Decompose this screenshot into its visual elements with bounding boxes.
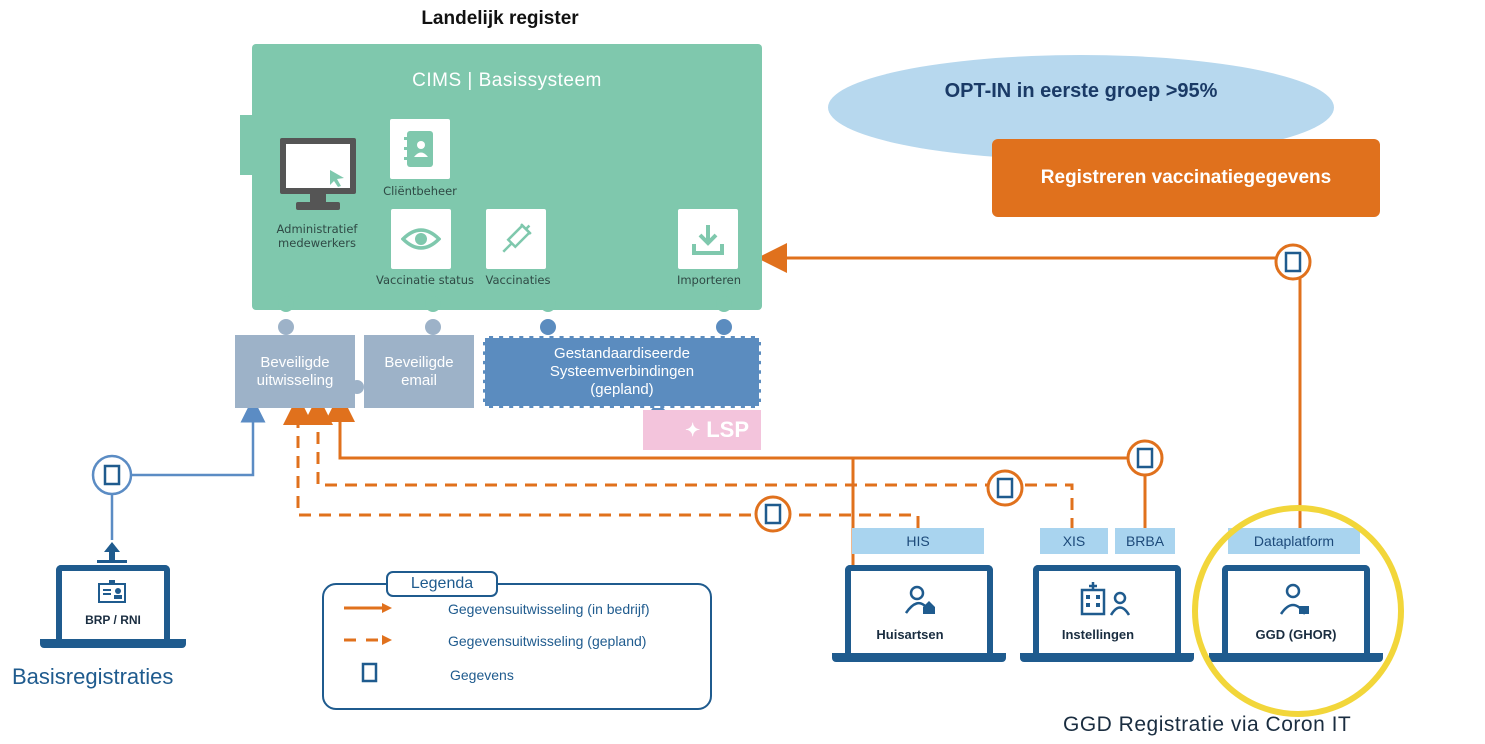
- register-vaccination-button[interactable]: Registreren vaccinatiegegevens: [992, 139, 1380, 217]
- syringe-icon: [502, 223, 532, 253]
- client-management-tile[interactable]: [390, 119, 450, 179]
- his-planned-line: [283, 395, 920, 528]
- gegevens-circle-brba: [1126, 439, 1164, 477]
- huisartsen-label: Huisartsen: [876, 627, 944, 642]
- legend-symbols: [344, 603, 392, 683]
- import-label: Importeren: [676, 273, 742, 287]
- client-label: Cliëntbeheer: [383, 184, 457, 198]
- huisartsen-laptop-base: [832, 653, 1006, 662]
- admin-label-2: medewerkers: [278, 236, 356, 250]
- optin-label: OPT-IN in eerste groep >95%: [944, 80, 1218, 102]
- monitor-icon: [280, 138, 356, 194]
- legend-item-1: Gegevensuitwisseling (in bedrijf): [448, 601, 650, 617]
- secure-exchange-label-1: Beveiligde: [260, 353, 330, 371]
- secure-exchange-label-2: uitwisseling: [256, 371, 334, 389]
- lsp-badge: ✦ LSP: [643, 410, 761, 450]
- admin-label-1: Administratief: [276, 222, 358, 236]
- instellingen-laptop-base: [1020, 653, 1194, 662]
- ggd-caption: GGD Registratie via Coron IT: [1063, 713, 1352, 736]
- gegevens-circle-xis: [986, 469, 1024, 507]
- gegevens-circle-his: [754, 495, 792, 533]
- secure-exchange-module[interactable]: Beveiligde uitwisseling: [235, 335, 355, 408]
- hospital-icon: [1080, 582, 1131, 616]
- import-tile[interactable]: [678, 209, 738, 269]
- address-book-icon: [404, 131, 433, 167]
- cursor-icon: [330, 170, 344, 187]
- status-label: Vaccinatie status: [376, 273, 474, 287]
- huisartsen-laptop: [845, 565, 993, 653]
- xis-tag: XIS: [1040, 528, 1108, 554]
- ggd-highlight-circle: [1192, 505, 1404, 717]
- brp-laptop-base: [40, 639, 186, 648]
- vaccinations-tile[interactable]: [486, 209, 546, 269]
- std-label-2: Systeemverbindingen: [549, 363, 695, 380]
- download-icon: [692, 225, 724, 255]
- secure-email-label-1: Beveiligde: [384, 353, 454, 371]
- vacc-label: Vaccinaties: [485, 273, 551, 287]
- lsp-label: LSP: [706, 417, 749, 442]
- upload-arrow-icon: [97, 542, 127, 563]
- monitor-neck: [310, 193, 326, 203]
- id-card-icon: [98, 580, 126, 603]
- netherlands-map-icon: ✦: [685, 419, 701, 440]
- cims-tab: [240, 115, 254, 175]
- basisregistraties-label: Basisregistraties: [12, 664, 174, 689]
- vaccination-status-tile[interactable]: [391, 209, 451, 269]
- brba-tag: BRBA: [1115, 528, 1175, 554]
- brp-label: BRP / RNI: [85, 613, 141, 627]
- monitor-base: [296, 202, 340, 210]
- std-label-3: (gepland): [590, 381, 654, 398]
- secure-email-module[interactable]: Beveiligde email: [364, 335, 474, 408]
- gegevens-circle-ggd: [1274, 243, 1312, 281]
- legend-item-3: Gegevens: [450, 667, 514, 683]
- legend-box: [322, 583, 712, 710]
- his-tag: HIS: [852, 528, 984, 554]
- page-title: Landelijk register: [421, 8, 579, 29]
- legend-item-2: Gegevensuitwisseling (gepland): [448, 633, 647, 649]
- legend-title: Legenda: [386, 571, 498, 597]
- eye-icon: [401, 228, 441, 250]
- huisartsen-exchange-line: [325, 392, 855, 570]
- doctor-home-icon: [905, 585, 935, 614]
- instellingen-laptop: [1033, 565, 1181, 653]
- secure-email-label-2: email: [401, 371, 437, 389]
- xis-planned-line: [303, 395, 1074, 530]
- instellingen-label: Instellingen: [1061, 627, 1135, 642]
- standardized-connections-module[interactable]: Gestandaardiseerde Systeemverbindingen (…: [483, 336, 761, 408]
- gegevens-circle-brp: [91, 454, 133, 496]
- std-label-1: Gestandaardiseerde: [554, 345, 690, 362]
- cims-title: CIMS | Basissysteem: [412, 70, 602, 91]
